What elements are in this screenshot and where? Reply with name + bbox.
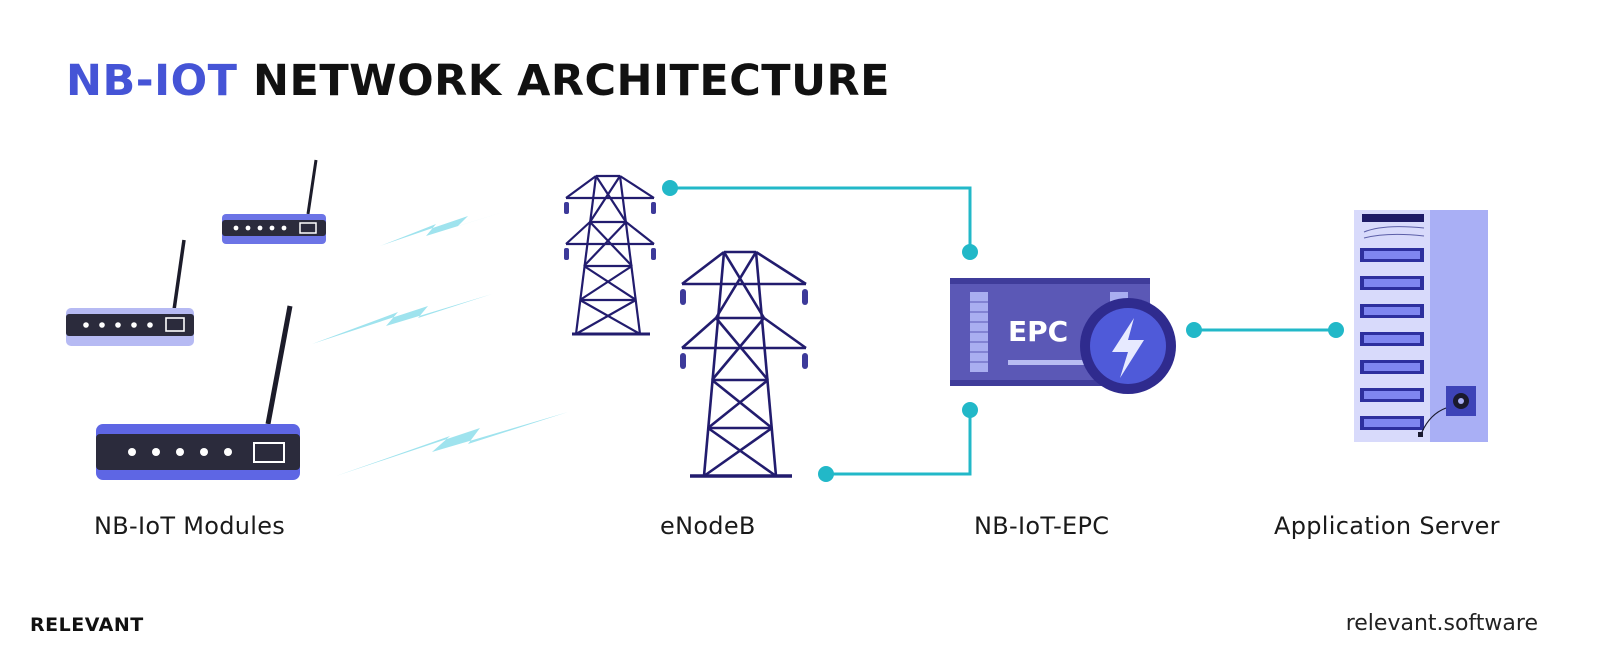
transmission-tower-icon (681, 250, 807, 478)
lightning-icon (380, 210, 510, 246)
footer-site: relevant.software (1345, 611, 1538, 636)
server-rack-icon (1354, 210, 1488, 442)
connector-dots (662, 180, 1344, 482)
label-epc: NB-IoT-EPC (974, 512, 1110, 540)
title-rest: NETWORK ARCHITECTURE (252, 56, 890, 106)
router-icon (96, 305, 300, 480)
lightning-icon (1112, 318, 1144, 378)
footer-brand: RELEVANT (30, 614, 144, 636)
lightning-icon (312, 294, 492, 344)
title-accent: NB-IOT (66, 56, 238, 106)
lightning-icon (336, 412, 568, 476)
connector-lines (670, 186, 1336, 476)
label-enodeb: eNodeB (660, 512, 756, 540)
label-modules: NB-IoT Modules (94, 512, 286, 540)
label-server: Application Server (1274, 512, 1500, 540)
transmission-tower-icon (565, 174, 655, 336)
epc-box: EPC (950, 278, 1176, 394)
router-icon (66, 239, 194, 346)
page-title: NB-IOT NETWORK ARCHITECTURE (66, 56, 890, 106)
router-icon (222, 159, 326, 244)
epc-box-label: EPC (1008, 315, 1068, 348)
